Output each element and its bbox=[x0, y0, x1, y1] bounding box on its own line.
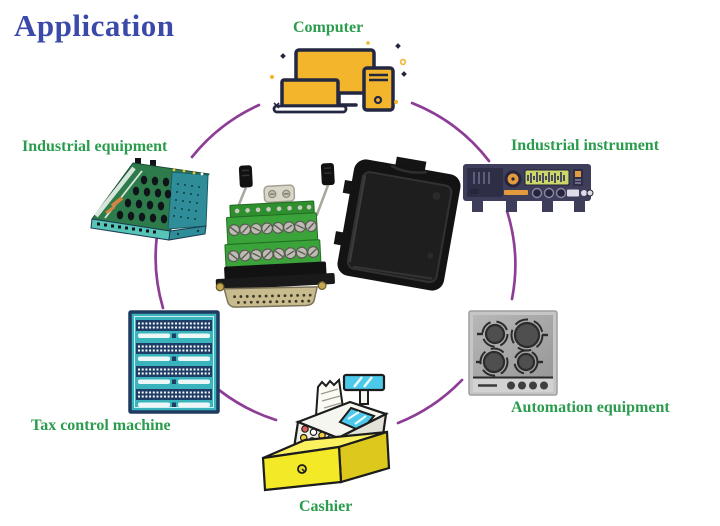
arc-automation-cashier bbox=[396, 378, 464, 425]
automation-equipment-label: Automation equipment bbox=[511, 399, 670, 416]
arc-tax-equipment bbox=[154, 233, 165, 310]
page-title: Application bbox=[14, 8, 175, 43]
tax-control-machine-label: Tax control machine bbox=[31, 417, 171, 434]
breakout-board bbox=[215, 162, 335, 308]
cashier-label: Cashier bbox=[299, 498, 353, 515]
industrial-equipment-label: Industrial equipment bbox=[22, 138, 168, 155]
industrial-instrument-label: Industrial instrument bbox=[511, 137, 660, 154]
measuring-instrument-icon bbox=[463, 164, 594, 212]
db25-breakout-module-photo bbox=[215, 156, 461, 308]
black-cover bbox=[333, 156, 461, 291]
cooktop-icon bbox=[468, 310, 558, 396]
cash-register-icon bbox=[261, 373, 391, 492]
computer-label: Computer bbox=[293, 19, 364, 36]
computer-devices-icon bbox=[270, 41, 407, 114]
circuit-board-icon bbox=[90, 158, 210, 241]
arc-instrument-automation bbox=[505, 209, 517, 301]
terminal-strip-board-icon bbox=[128, 310, 220, 414]
